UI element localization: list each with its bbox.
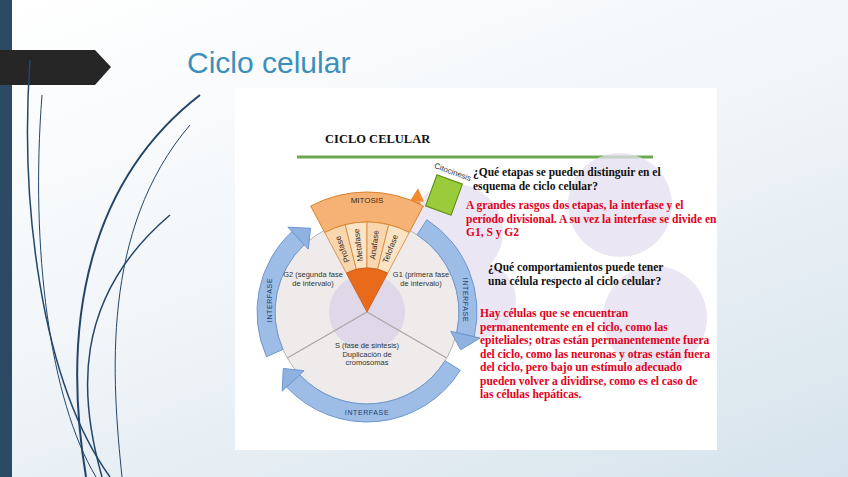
ring-arrow-head	[282, 368, 304, 391]
ring-arrow-head	[451, 331, 480, 349]
phase-description: Duplicación de cromosomas	[322, 351, 412, 368]
interphase-ring	[257, 220, 480, 422]
answer: A grandes rasgos dos etapas, la interfas…	[466, 199, 718, 240]
question: ¿Qué etapas se pueden distinguir en el e…	[473, 166, 688, 193]
phase-description: G1 (primera fase de intervalo)	[391, 271, 451, 288]
slide-title: Ciclo celular	[187, 46, 350, 80]
panel-heading: CICLO CELULAR	[325, 132, 430, 147]
cycle-illustration	[257, 220, 480, 422]
mitosis-wedge: MITOSISProfaseMetafaseAnafaseTelofase	[305, 188, 429, 316]
phase-label: INTERFASE	[266, 278, 273, 322]
question: ¿Qué comportamientos puede tener una cél…	[488, 261, 666, 288]
phase-description: S (fase de síntesis)	[322, 342, 412, 351]
phase-label: INTERFASE	[462, 278, 469, 322]
title-tab	[0, 50, 111, 85]
s-sector: S (fase de síntesis)Duplicación de cromo…	[322, 342, 412, 368]
image-panel	[235, 88, 717, 450]
mitosis-core	[346, 268, 387, 312]
ring-arrow-head	[288, 227, 311, 249]
g2-sector: G2 (segunda fase de intervalo)	[283, 271, 343, 288]
ring-arrow-body	[257, 232, 304, 357]
ring-arrow-body	[287, 361, 461, 422]
inner-disc	[275, 220, 459, 404]
decor-curves	[28, 60, 200, 477]
g1-sector: G1 (primera fase de intervalo)	[391, 271, 451, 288]
wedge-shape	[305, 188, 429, 316]
stage-name: MITOSIS	[305, 196, 429, 205]
phase-description: G2 (segunda fase de intervalo)	[283, 271, 343, 288]
answer: Hay células que se encuentran permanente…	[480, 307, 712, 402]
phase-label: INTERFASE	[345, 409, 389, 416]
